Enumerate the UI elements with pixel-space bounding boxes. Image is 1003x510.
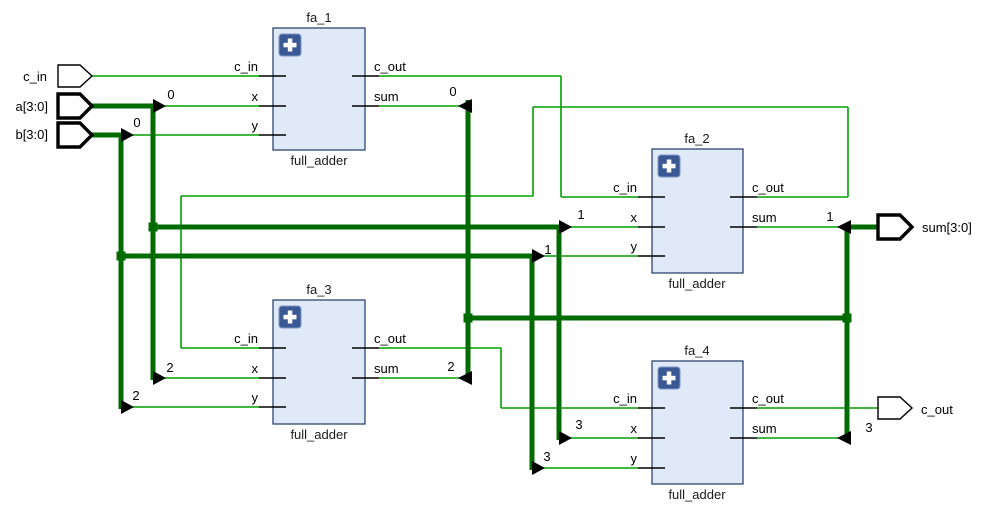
io-port-label-c_out: c_out [921,402,953,417]
port-label-c_out: c_out [374,59,406,74]
block-instance-name: fa_1 [306,10,331,25]
io-port-input-b[3:0][interactable] [56,121,95,149]
plus-icon-vbar [666,159,672,173]
port-label-y: y [252,390,259,405]
bus-tap-arrow-left [458,99,472,113]
bit-index-label: 3 [865,420,872,435]
port-label-y: y [252,118,259,133]
expand-plus-icon[interactable] [278,33,302,57]
bit-index-label: 1 [544,242,551,257]
block-type-name: full_adder [668,487,726,502]
io-port-output-c_out[interactable] [877,396,914,420]
port-label-sum: sum [752,210,777,225]
port-label-c_in: c_in [234,331,258,346]
expand-plus-icon[interactable] [278,305,302,329]
expand-plus-icon[interactable] [657,154,681,178]
port-label-c_out: c_out [374,331,406,346]
net-junction [116,251,126,261]
plus-icon-vbar [287,38,293,52]
port-label-sum: sum [752,421,777,436]
io-port-label-sum[3:0]: sum[3:0] [922,220,972,235]
io-port-label-a[3:0]: a[3:0] [15,99,48,114]
bit-index-label: 3 [543,449,550,464]
bit-index-label: 2 [166,360,173,375]
port-label-x: x [252,89,259,104]
bus-tap-arrow-right [559,220,572,234]
bus-tap-arrow-right [532,249,545,263]
port-label-y: y [631,239,638,254]
io-port-label-b[3:0]: b[3:0] [15,127,48,142]
block-type-name: full_adder [290,427,348,442]
bus-tap-arrow-right [153,99,166,113]
bus-tap-arrow-left [837,220,851,234]
block-instance-name: fa_3 [306,282,331,297]
port-label-y: y [631,451,638,466]
net-junction [148,222,158,232]
bus-tap-arrow-right [532,461,545,475]
port-label-x: x [631,421,638,436]
bit-index-label: 1 [577,207,584,222]
bus-tap-arrow-left [458,371,472,385]
port-label-c_in: c_in [613,180,637,195]
plus-icon-vbar [287,310,293,324]
bit-index-label: 1 [826,209,833,224]
net-junction [842,313,852,323]
io-port-input-c_in[interactable] [57,64,94,88]
bit-index-label: 3 [575,417,582,432]
bit-index-label: 2 [447,359,454,374]
io-port-label-c_in: c_in [23,69,47,84]
port-label-c_out: c_out [752,391,784,406]
bit-index-label: 0 [133,115,140,130]
port-label-c_in: c_in [613,391,637,406]
block-type-name: full_adder [668,276,726,291]
expand-plus-icon[interactable] [657,366,681,390]
block-instance-name: fa_2 [684,131,709,146]
port-label-x: x [252,361,259,376]
port-label-c_out: c_out [752,180,784,195]
port-label-x: x [631,210,638,225]
block-instance-name: fa_4 [684,343,709,358]
bus-tap-arrow-left [837,431,851,445]
net-junction [463,313,473,323]
bit-index-label: 2 [132,388,139,403]
io-port-output-sum[3:0][interactable] [876,213,915,241]
bit-index-label: 0 [449,84,456,99]
bus-tap-arrow-right [121,128,134,142]
bit-index-label: 0 [167,87,174,102]
bus-tap-arrow-right [121,400,134,414]
bus-tap-arrow-right [559,431,572,445]
port-label-c_in: c_in [234,59,258,74]
port-label-sum: sum [374,361,399,376]
block-type-name: full_adder [290,153,348,168]
plus-icon-vbar [666,371,672,385]
port-label-sum: sum [374,89,399,104]
io-port-input-a[3:0][interactable] [56,92,95,120]
bus-tap-arrow-right [153,371,166,385]
